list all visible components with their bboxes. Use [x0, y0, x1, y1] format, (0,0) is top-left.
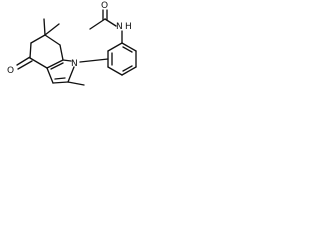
ketone-bond-b — [17, 60, 33, 70]
ring-bond-c7-c6 — [44, 34, 61, 46]
acetamide-group: O N H — [89, 1, 132, 44]
ring-bond-c7a-c7 — [59, 44, 64, 61]
ring-bond-c4-c3a — [29, 57, 48, 69]
amide-oxygen-label: O — [101, 1, 108, 11]
benzene-bond-1 — [121, 42, 137, 52]
ketone-oxygen-label: O — [7, 66, 14, 76]
cyclohexanone-ring: O — [7, 18, 64, 76]
gem-methyl-bond-2 — [44, 23, 60, 36]
pyrrole-bond-c7a-n — [62, 59, 72, 62]
benzene-bond-4 — [107, 66, 123, 76]
pyrrole-bond-c3a-c7a — [46, 59, 64, 69]
methyl-carbonyl-bond — [89, 18, 106, 30]
pyrrole-bond-c3-c3a — [46, 67, 54, 84]
pyrrole-double-c2-c3 — [54, 77, 66, 80]
amide-nitrogen-label: N — [116, 22, 123, 32]
gem-methyl-bond-1 — [43, 18, 46, 36]
benzene-bond-6 — [107, 42, 123, 52]
benzene-inner-double-1 — [122, 46, 133, 53]
pyrrole-ring: N — [46, 59, 85, 86]
ring-bond-c5-c4 — [29, 42, 32, 59]
c2-methyl-bond — [67, 81, 85, 86]
ring-nitrogen-phenyl-bond — [79, 58, 109, 63]
pyrrole-double-c3a-c7a — [50, 62, 64, 70]
benzene-ring — [107, 42, 137, 76]
chemical-structure-diagram: O N H N O — [7, 1, 137, 86]
amide-hydrogen-label: H — [125, 22, 132, 32]
benzene-bond-3 — [121, 66, 137, 76]
ring-nitrogen-label: N — [71, 59, 78, 69]
pyrrole-bond-n-c2 — [67, 66, 75, 83]
carbonyl-nitrogen-bond — [104, 18, 117, 27]
pyrrole-bond-c2-c3 — [52, 81, 69, 84]
benzene-inner-double-2 — [122, 65, 133, 72]
ketone-bond-a — [16, 56, 31, 66]
ring-bond-c6-c5 — [30, 34, 46, 44]
